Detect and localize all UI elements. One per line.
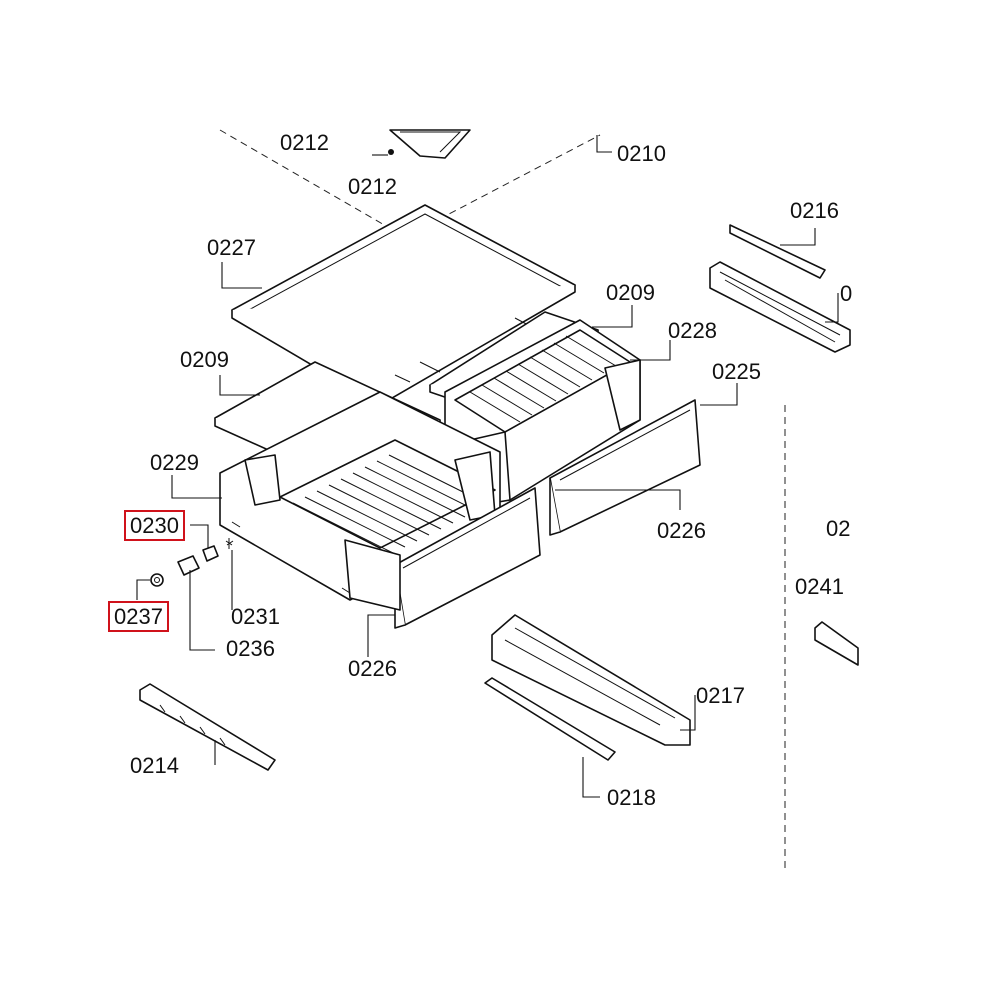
part-0218-rail (484, 677, 616, 761)
small-parts-hinge (150, 538, 234, 587)
leader-lines (136, 135, 839, 798)
label-0231: 0231 (231, 604, 280, 629)
label-0229: 0229 (150, 450, 199, 475)
label-0210: 0210 (617, 141, 666, 166)
label-0209-right: 0209 (606, 280, 655, 305)
label-0227: 0227 (207, 235, 256, 260)
label-0212-top: 0212 (280, 130, 329, 155)
label-0230: 0230 (124, 510, 185, 541)
part-0226-drawer-front-right (549, 399, 701, 536)
part-0210-fragment (389, 129, 471, 159)
label-02-right-cut: 02 (826, 516, 851, 541)
part-0212-screw (388, 149, 394, 155)
guide-lines (219, 129, 786, 870)
label-0209-left: 0209 (180, 347, 229, 372)
label-0212: 0212 (348, 174, 397, 199)
part-rail-bracket-upper (709, 261, 851, 353)
label-0216: 0216 (790, 198, 839, 223)
part-0216-rail (729, 224, 826, 279)
label-0241: 0241 (795, 574, 844, 599)
part-0226-drawer-front-left (344, 487, 541, 629)
label-0236: 0236 (226, 636, 275, 661)
label-0225: 0225 (712, 359, 761, 384)
part-0214-rail (139, 683, 276, 771)
label-0214: 0214 (130, 753, 179, 778)
label-0226-right: 0226 (657, 518, 706, 543)
label-0228: 0228 (668, 318, 717, 343)
part-0217-bracket (491, 614, 691, 746)
label-0218: 0218 (607, 785, 656, 810)
label-0-right-cut: 0 (840, 281, 853, 306)
label-0237: 0237 (108, 601, 169, 632)
part-0241-bracket (814, 621, 859, 666)
label-0226-left: 0226 (348, 656, 397, 681)
label-0217: 0217 (696, 683, 745, 708)
